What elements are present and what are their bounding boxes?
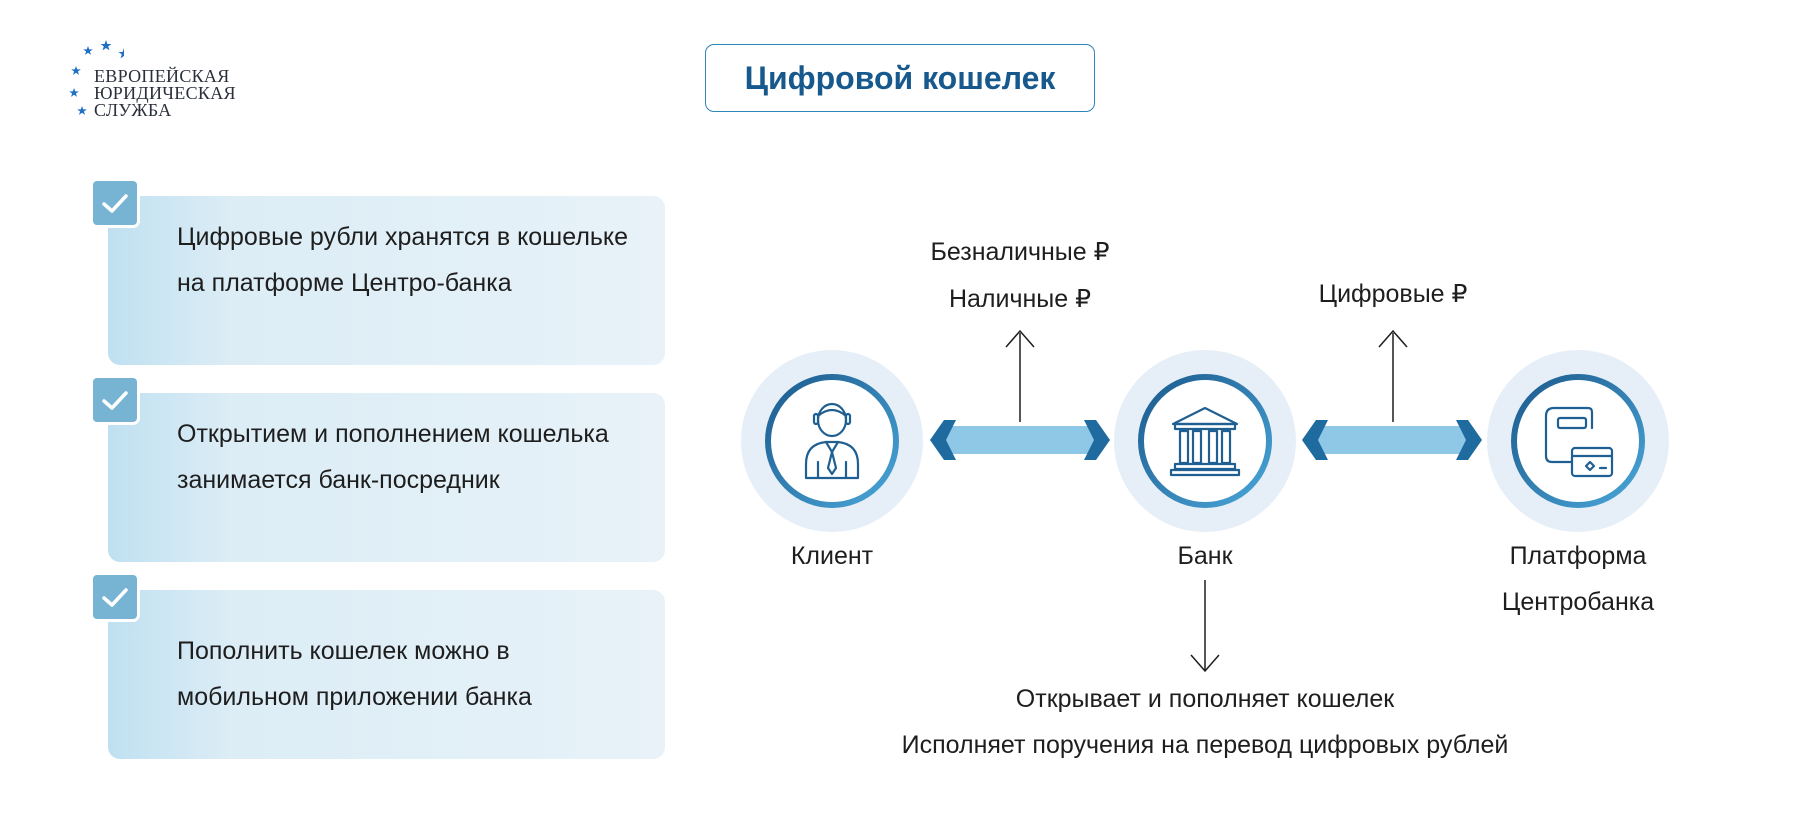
page-title-box: Цифровой кошелек [705,44,1095,112]
logo-text-line-1: ЕВРОПЕЙСКАЯ [94,66,230,86]
checkbox-icon [90,375,140,425]
checkbox-icon [90,178,140,228]
bank-label: Банк [1177,542,1233,570]
fact-text-3: Пополнить кошелек можно в мобильном прил… [177,637,532,711]
fact-card-2: Открытием и пополнением кошелька занимае… [90,375,665,562]
bank-role-line-2: Исполняет поручения на перевод цифровых … [901,731,1509,759]
platform-label: Платформа Центробанка [1501,542,1655,616]
bank-building-icon [1169,406,1241,477]
fact-card-1: Цифровые рубли хранятся в кошельке на пл… [90,178,665,365]
wallet-icon [1544,406,1614,478]
platform-node [1487,350,1669,532]
client-label: Клиент [790,542,874,570]
client-bank-double-arrow [930,420,1110,460]
bank-role-line-1: Открывает и пополняет кошелек [1015,685,1395,713]
bank-platform-double-arrow [1302,420,1482,460]
bank-down-arrow [1190,580,1220,673]
company-logo: ЕВРОПЕЙСКАЯ ЮРИДИЧЕСКАЯ СЛУЖБА [64,38,264,124]
fact-card-3: Пополнить кошелек можно в мобильном прил… [90,572,665,759]
person-icon [804,402,860,480]
logo-text-line-3: СЛУЖБА [94,100,172,120]
client-node [741,350,923,532]
page-title: Цифровой кошелек [744,59,1056,96]
cashless-rubles-label: Безналичные ₽ [930,238,1110,266]
checkbox-icon [90,572,140,622]
cash-rubles-label: Наличные ₽ [948,285,1092,313]
fact-text-1: Цифровые рубли хранятся в кошельке на пл… [177,223,629,297]
bank-node [1114,350,1296,532]
bank-platform-up-arrow [1378,329,1408,422]
fact-text-2: Открытием и пополнением кошелька занимае… [177,420,609,494]
logo-stars-icon [69,40,124,115]
digital-rubles-label: Цифровые ₽ [1318,280,1468,308]
client-bank-up-arrow [1005,329,1035,422]
logo-text-line-2: ЮРИДИЧЕСКАЯ [94,83,236,103]
